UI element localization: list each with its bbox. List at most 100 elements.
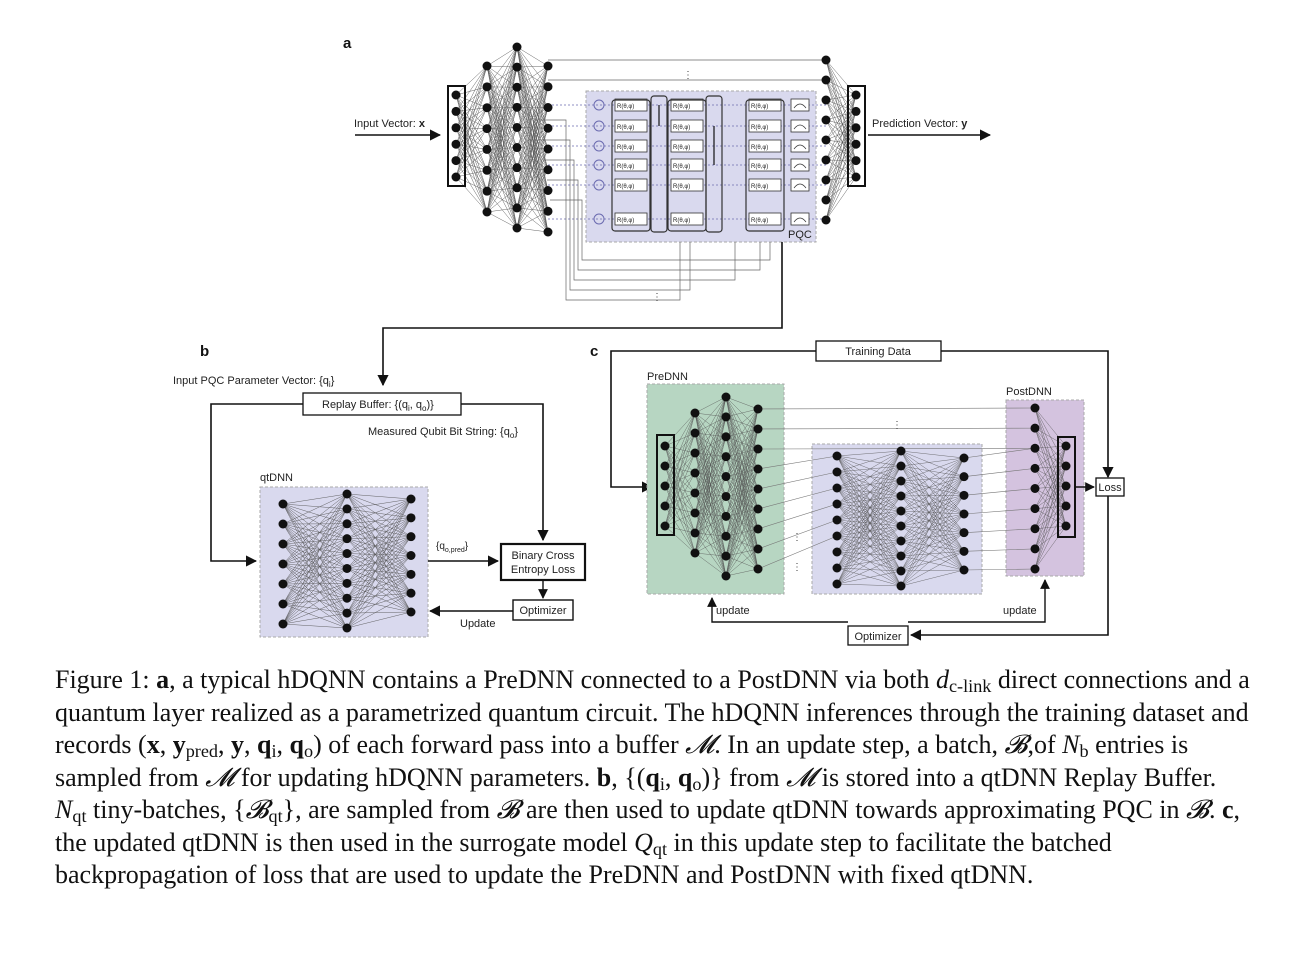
panel-c-node bbox=[660, 441, 670, 451]
bce-loss-line1: Binary Cross bbox=[512, 550, 575, 562]
panel-a-edge bbox=[516, 46, 549, 108]
panel-a-edge bbox=[516, 169, 549, 229]
replay-to-qtdnn-arrow bbox=[210, 403, 303, 567]
q-pred-label: {qo,pred} bbox=[436, 541, 469, 554]
panel-a-node bbox=[543, 186, 553, 195]
panel-c-edge bbox=[725, 408, 759, 517]
clink-line-c bbox=[757, 427, 1036, 430]
panel-a-edge bbox=[825, 160, 857, 201]
panel-a-node bbox=[512, 223, 522, 233]
qtdnn-edge bbox=[346, 498, 412, 614]
panel-a-edge bbox=[455, 65, 488, 145]
panel-a-edge bbox=[825, 144, 857, 221]
panel-a-edge bbox=[455, 111, 488, 213]
panel-c-edge bbox=[900, 457, 965, 572]
qtdnn-edge bbox=[346, 498, 412, 584]
panel-a-node bbox=[851, 90, 861, 100]
panel-c-node bbox=[721, 491, 731, 501]
optimizer-label-b: Optimizer bbox=[519, 605, 566, 617]
panel-c-edge bbox=[694, 396, 727, 434]
panel-c-node bbox=[896, 536, 906, 546]
qtdnn-edge bbox=[282, 503, 348, 539]
panel-a-node bbox=[482, 165, 492, 175]
panel-a-edge bbox=[516, 65, 549, 229]
feedback-line bbox=[550, 199, 771, 261]
panel-a-edge bbox=[516, 65, 549, 128]
panel-a-edge bbox=[455, 65, 488, 161]
panel-c-edge bbox=[900, 465, 965, 515]
panel-c-node bbox=[721, 392, 731, 402]
panel-c-edge bbox=[1034, 445, 1067, 549]
qtdnn-edge bbox=[282, 493, 348, 545]
qtdnn-edge bbox=[282, 503, 348, 510]
pqc-to-replay-arrow bbox=[377, 242, 783, 387]
qtdnn-edge bbox=[282, 538, 348, 545]
panel-c-node bbox=[660, 481, 670, 491]
update-label-postdnn: update bbox=[1003, 605, 1037, 617]
panel-c-edge bbox=[836, 471, 902, 572]
rotation-gate-label: R(θ,φ) bbox=[751, 104, 768, 110]
panel-a-node bbox=[451, 106, 461, 116]
qtdnn-edge bbox=[346, 517, 412, 584]
optimizer-to-prednn-arrow bbox=[707, 597, 848, 623]
panel-c-edge bbox=[900, 476, 965, 482]
panel-c-edge bbox=[900, 495, 965, 497]
panel-c-edge bbox=[836, 455, 902, 497]
panel-c-edge bbox=[836, 510, 902, 553]
qtdnn-edge bbox=[346, 523, 412, 556]
panel-a-edge bbox=[455, 94, 488, 192]
panel-c-node bbox=[832, 547, 842, 557]
caption-text-16: in this update step to facilitate the ba… bbox=[55, 827, 1112, 890]
panel-c-node bbox=[959, 509, 969, 519]
qtdnn-edge bbox=[346, 574, 412, 629]
ellipsis-c-left2: ⋮ bbox=[792, 562, 802, 573]
qtdnn-edge bbox=[282, 503, 348, 524]
qtdnn-edge bbox=[282, 553, 348, 605]
panel-c-node bbox=[690, 508, 700, 518]
meter-arc-icon bbox=[793, 217, 807, 223]
panel-a-node bbox=[512, 183, 522, 193]
feedback-line bbox=[544, 159, 736, 281]
qtdnn-edge bbox=[346, 523, 412, 537]
panel-c-edge bbox=[836, 487, 902, 557]
rotation-gate bbox=[670, 158, 704, 172]
panel-a-edge bbox=[455, 149, 488, 178]
qtdnn-edge bbox=[282, 523, 348, 539]
panel-c-edge bbox=[694, 416, 727, 554]
panel-c-edge bbox=[836, 465, 902, 505]
caption-d-sub: c-link bbox=[948, 676, 992, 696]
panel-c-node bbox=[1061, 461, 1071, 471]
panel-a-edge bbox=[825, 79, 857, 178]
panel-c-edge bbox=[900, 476, 965, 542]
panel-c-edge bbox=[900, 495, 965, 557]
panel-a-edge bbox=[455, 127, 488, 129]
qtdnn-node bbox=[342, 608, 352, 618]
feedback-line bbox=[541, 139, 691, 291]
panel-c-edge bbox=[836, 465, 902, 585]
panel-a-node bbox=[821, 215, 831, 225]
panel-c-edge bbox=[836, 465, 902, 569]
qtdnn-edge bbox=[282, 538, 348, 605]
panel-c-node bbox=[660, 461, 670, 471]
panel-c-edge bbox=[836, 519, 902, 557]
panel-a-edge bbox=[486, 107, 518, 168]
rotation-gate-label: R(θ,φ) bbox=[617, 125, 634, 131]
panel-c-edge bbox=[900, 476, 965, 557]
input-pqc-parameter-label: Input PQC Parameter Vector: {qi} bbox=[173, 375, 335, 389]
panel-c-edge bbox=[836, 450, 902, 537]
panel-c-edge bbox=[836, 487, 902, 512]
panel-c-edge bbox=[836, 465, 902, 553]
meter-arc-icon bbox=[793, 144, 807, 150]
panel-c-edge bbox=[836, 450, 902, 473]
panel-c-edge bbox=[725, 508, 759, 577]
panel-c-node bbox=[721, 412, 731, 422]
panel-c-node bbox=[753, 484, 763, 494]
bce-loss-line2: Entropy Loss bbox=[511, 564, 576, 576]
panel-c-edge bbox=[694, 436, 727, 554]
qtdnn-node bbox=[342, 519, 352, 529]
panel-c-node bbox=[896, 521, 906, 531]
panel-c-edge bbox=[836, 525, 902, 585]
qubit-init-icon bbox=[593, 120, 605, 132]
qtdnn-edge bbox=[282, 493, 348, 565]
qtdnn-to-postdnn-line bbox=[963, 468, 1036, 477]
